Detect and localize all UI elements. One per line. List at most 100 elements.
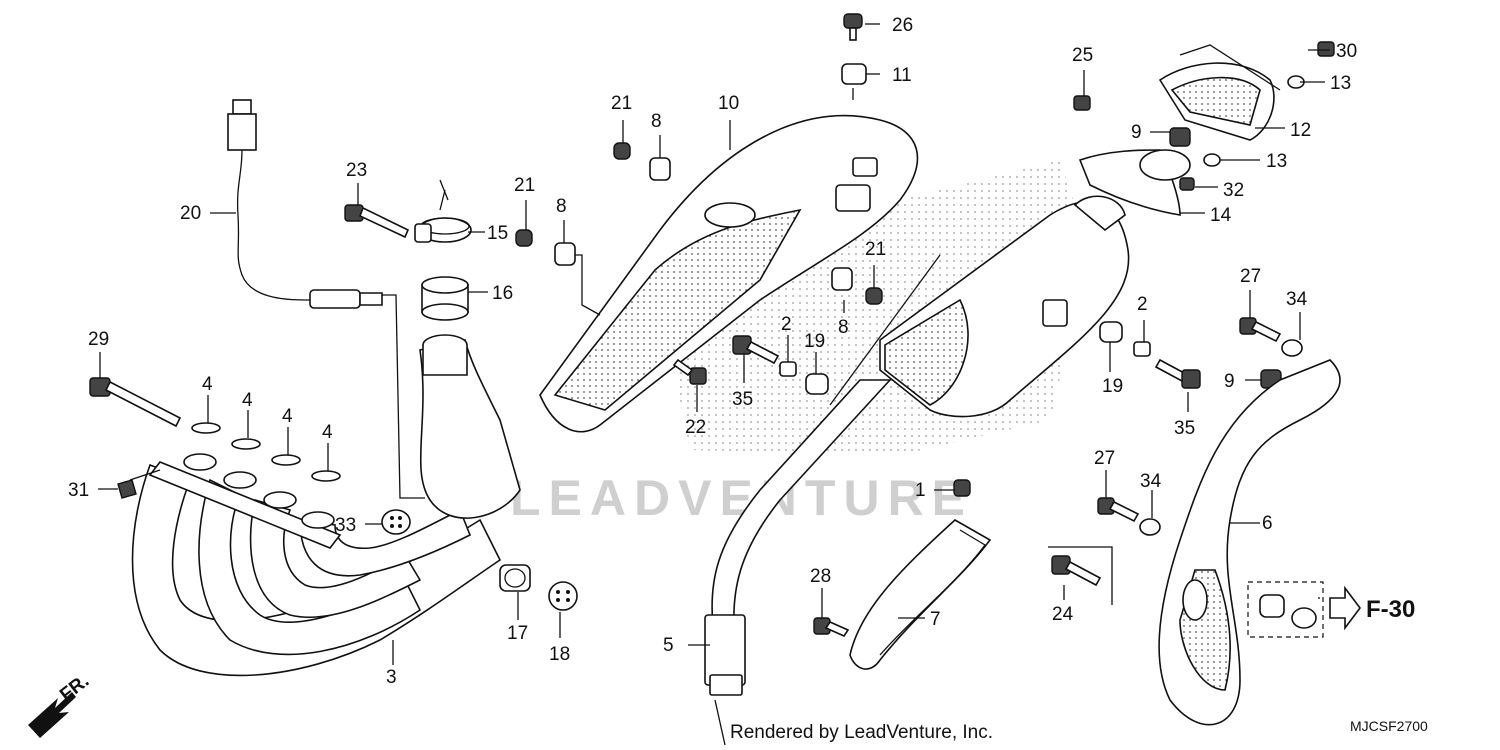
callout-10: 10 [718, 93, 739, 114]
callout-35a: 35 [732, 389, 753, 410]
collar-2a[interactable] [779, 361, 797, 377]
nut-1[interactable] [953, 479, 971, 497]
heat-shield-cover[interactable] [539, 114, 919, 433]
callout-31: 31 [68, 480, 89, 501]
tail-shield[interactable] [1158, 62, 1275, 141]
callout-9a: 9 [1131, 122, 1142, 143]
callout-18: 18 [549, 644, 570, 665]
credit-text: Rendered by LeadVenture, Inc. [730, 722, 993, 743]
bolt-35a[interactable] [732, 335, 780, 365]
callout-8b: 8 [556, 196, 567, 217]
bolt-25[interactable] [1073, 95, 1091, 111]
grommet-9a[interactable] [1169, 127, 1191, 147]
grommet-19b[interactable] [1099, 321, 1123, 343]
callout-14: 14 [1210, 205, 1232, 226]
callout-30: 30 [1336, 41, 1357, 62]
gasket-33[interactable] [381, 509, 411, 535]
callout-23: 23 [346, 160, 367, 181]
callout-12: 12 [1290, 120, 1311, 141]
callout-4d: 4 [322, 422, 333, 443]
callout-27b: 27 [1094, 448, 1115, 469]
callout-2a: 2 [781, 314, 792, 335]
exhaust-manifold[interactable] [131, 334, 521, 677]
washer-13b[interactable] [1203, 153, 1221, 167]
reference-arrow-icon[interactable] [1329, 585, 1361, 631]
callout-27a: 27 [1240, 266, 1261, 287]
callout-35b: 35 [1174, 418, 1195, 439]
callout-13a: 13 [1330, 73, 1351, 94]
grommet-8a[interactable] [649, 157, 671, 181]
callout-21b: 21 [514, 175, 535, 196]
gasket-ring[interactable] [421, 276, 469, 321]
callout-3: 3 [386, 667, 397, 688]
callout-9b: 9 [1224, 371, 1235, 392]
clamp-bolt[interactable] [344, 204, 410, 239]
washer-34b[interactable] [1139, 518, 1161, 536]
heat-guard[interactable] [849, 519, 992, 670]
callout-13b: 13 [1266, 151, 1287, 172]
callout-28: 28 [810, 566, 831, 587]
callout-22: 22 [685, 417, 706, 438]
callout-32: 32 [1223, 180, 1244, 201]
rubber-mount-17[interactable] [499, 564, 531, 592]
bolt-30[interactable] [1317, 41, 1335, 57]
callout-33: 33 [335, 515, 356, 536]
band-clamp[interactable] [414, 217, 472, 243]
grommet-19a[interactable] [805, 373, 829, 395]
callout-8a: 8 [651, 111, 662, 132]
callout-5: 5 [663, 635, 674, 656]
callout-20: 20 [180, 203, 201, 224]
leader-lines [98, 23, 1330, 746]
collar-21b[interactable] [515, 229, 533, 247]
callout-15: 15 [487, 223, 508, 244]
collar-2b[interactable] [1133, 341, 1151, 357]
grommet-8c[interactable] [831, 267, 853, 291]
callout-4c: 4 [282, 406, 293, 427]
callout-19a: 19 [804, 331, 825, 352]
reference-label[interactable]: F-30 [1366, 596, 1415, 623]
end-cap[interactable] [1078, 149, 1191, 216]
collar-21a[interactable] [613, 142, 631, 160]
callout-26: 26 [892, 15, 913, 36]
callout-25: 25 [1072, 45, 1093, 66]
grommet-8b[interactable] [554, 242, 576, 266]
callout-16: 16 [492, 283, 513, 304]
nut-32[interactable] [1179, 177, 1195, 191]
bolt-27b[interactable] [1097, 497, 1140, 523]
bolt-22[interactable] [672, 358, 707, 385]
callout-4b: 4 [242, 390, 253, 411]
callout-34b: 34 [1140, 471, 1162, 492]
callout-labels: 1 2 2 3 4 4 4 4 5 6 7 8 8 8 9 9 10 11 12… [68, 15, 1357, 688]
grommet-11[interactable] [841, 63, 867, 85]
washer-34a[interactable] [1281, 339, 1303, 357]
callout-1: 1 [915, 480, 926, 501]
callout-34a: 34 [1286, 289, 1308, 310]
callout-21c: 21 [865, 239, 886, 260]
muffler[interactable] [704, 195, 1130, 696]
callout-8c: 8 [838, 317, 849, 338]
washer-18[interactable] [548, 581, 578, 611]
bolt-27a[interactable] [1239, 317, 1282, 343]
callout-4a: 4 [202, 374, 213, 395]
diagram-code: MJCSF2700 [1350, 718, 1428, 734]
long-bolt-29[interactable] [89, 377, 182, 428]
muffler-hanger[interactable] [1158, 359, 1341, 726]
front-direction-arrow-icon [28, 692, 76, 738]
watermark: LEADVENTURE [510, 470, 973, 526]
bolt-28[interactable] [813, 617, 850, 638]
o2-sensor[interactable] [227, 99, 383, 309]
callout-6: 6 [1262, 513, 1273, 534]
callout-17: 17 [507, 623, 528, 644]
callout-7: 7 [930, 609, 941, 630]
bolt-26[interactable] [843, 13, 863, 41]
collar-21c[interactable] [865, 287, 883, 305]
callout-24: 24 [1052, 604, 1074, 625]
callout-11: 11 [892, 65, 912, 86]
callout-21a: 21 [611, 93, 632, 114]
reference-box [1247, 581, 1324, 638]
bolt-24[interactable] [1051, 555, 1102, 587]
gaskets-4[interactable] [191, 422, 341, 482]
nut-31[interactable] [117, 479, 137, 499]
bolt-35b[interactable] [1154, 358, 1201, 389]
